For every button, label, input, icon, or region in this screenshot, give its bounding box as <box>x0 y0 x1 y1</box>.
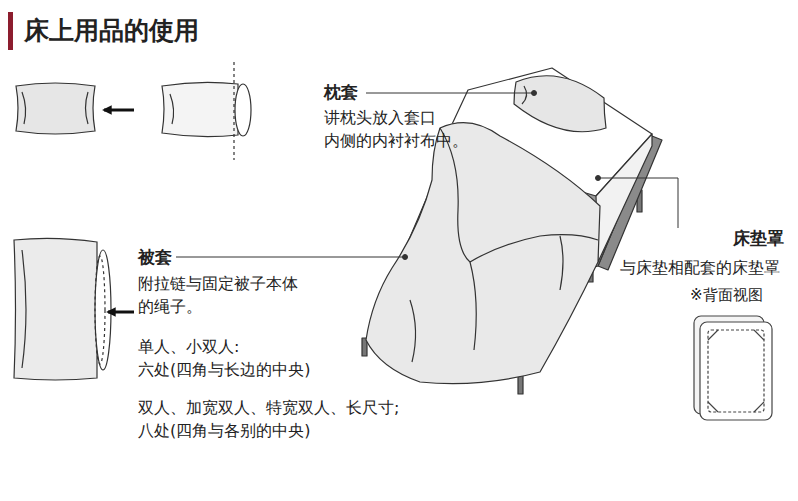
mattress-pad-back-view <box>694 316 772 420</box>
note-text: 附拉链与固定被子本体 的绳子。 <box>138 272 298 318</box>
title-bar <box>8 12 13 50</box>
duvet-cover <box>14 238 111 380</box>
leader-lines <box>176 91 678 260</box>
note-text: 双人、加宽双人、特宽双人、长尺寸; 八处(四角与各别的中央) <box>138 396 399 442</box>
note-text: 与床垫相配套的床垫罩 <box>620 256 780 279</box>
part-name: 枕套 <box>324 80 358 105</box>
part-name: 床垫罩 <box>733 226 784 251</box>
insert-arrow <box>108 311 134 314</box>
part-name: 被套 <box>138 245 172 270</box>
pillowcase <box>162 62 251 160</box>
insert-arrow <box>104 109 134 112</box>
note-text: 单人、小双人: 六处(四角与长边的中央) <box>138 335 310 381</box>
note-text: 讲枕头放入套口 内侧的内衬衬布中。 <box>324 106 468 152</box>
pillow <box>16 83 95 134</box>
note-text: ※背面视图 <box>690 285 763 307</box>
page-title: 床上用品的使用 <box>24 14 199 47</box>
